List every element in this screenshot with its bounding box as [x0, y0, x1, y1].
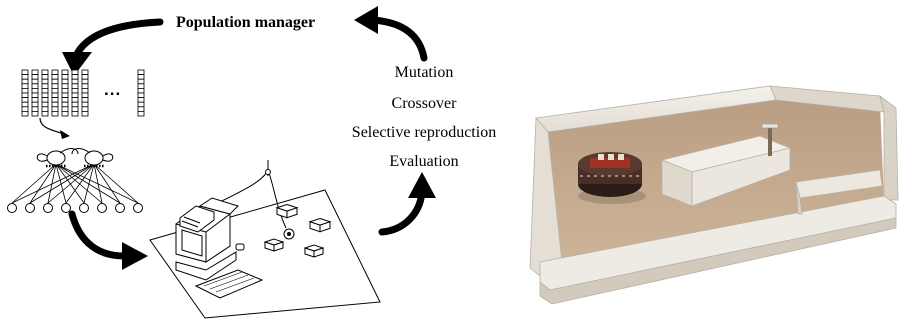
input-neuron — [43, 203, 53, 213]
obstacle-cubes — [263, 203, 332, 258]
cube — [308, 217, 332, 233]
neural-network-icon — [7, 148, 143, 213]
step-mutation: Mutation — [394, 64, 454, 81]
genome-string — [51, 69, 59, 117]
network-connections — [11, 163, 139, 204]
step-selective-reproduction: Selective reproduction — [351, 124, 497, 141]
khepera-robot — [578, 152, 642, 197]
cube — [303, 244, 325, 258]
arrow-top-left — [62, 18, 164, 76]
genome-string — [71, 69, 79, 117]
input-neuron — [7, 203, 17, 213]
step-evaluation: Evaluation — [389, 153, 459, 170]
population-ellipsis: ... — [104, 80, 122, 99]
arrow-genome-to-network — [39, 117, 70, 139]
genome-string — [61, 69, 69, 117]
step-crossover: Crossover — [391, 95, 457, 112]
genome-string — [81, 69, 89, 117]
input-neuron — [61, 203, 71, 213]
genome-string — [41, 69, 49, 117]
computer-icon — [175, 197, 264, 299]
population-manager-title: Population manager — [176, 14, 316, 31]
cube — [275, 203, 299, 219]
genome-strings-icon — [21, 69, 145, 117]
arrow-top-right — [354, 6, 428, 62]
arrow-bottom-right — [378, 172, 436, 236]
input-neuron — [25, 203, 35, 213]
input-neuron — [79, 203, 89, 213]
hidden-neurons — [36, 148, 114, 168]
input-neurons — [7, 203, 143, 213]
genome-string — [21, 69, 29, 117]
robot-icon — [283, 228, 295, 240]
arrow-bottom-left — [68, 210, 148, 270]
input-neuron — [133, 203, 143, 213]
genome-string — [137, 69, 145, 117]
robot-arena-photo — [529, 85, 899, 305]
input-neuron — [97, 203, 107, 213]
genome-string — [31, 69, 39, 117]
input-neuron — [115, 203, 125, 213]
cube — [263, 238, 285, 252]
